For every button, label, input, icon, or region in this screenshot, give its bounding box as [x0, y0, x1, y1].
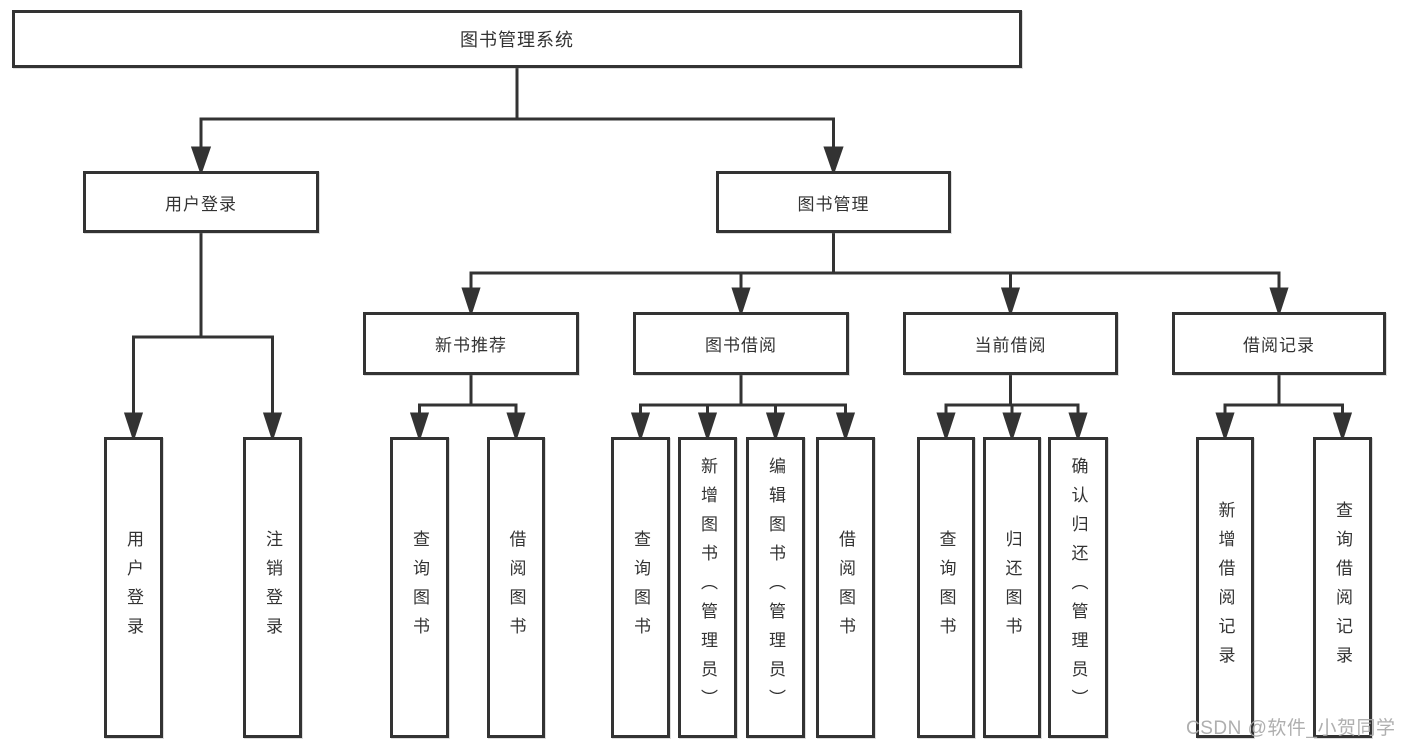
leaf-label: 查询图书 [410, 529, 429, 646]
leaf-return-books: 归还图书 [983, 437, 1041, 738]
leaf-query-books-3: 查询图书 [917, 437, 975, 738]
leaf-borrow-books-1: 借阅图书 [487, 437, 545, 738]
leaf-label: 新增借阅记录 [1215, 500, 1235, 675]
node-label: 用户登录 [165, 194, 237, 214]
leaf-borrow-books-2: 借阅图书 [816, 437, 875, 738]
node-label: 借阅记录 [1243, 336, 1315, 355]
leaf-label: 查询借阅记录 [1333, 500, 1352, 675]
node-book-borrowing: 图书借阅 [633, 312, 849, 375]
leaf-query-books-2: 查询图书 [611, 437, 670, 738]
leaf-user-login: 用户登录 [104, 437, 163, 738]
node-borrowing-records: 借阅记录 [1172, 312, 1386, 375]
leaf-label: 编辑图书（管理员） [766, 457, 785, 718]
leaf-label: 新增图书（管理员） [698, 457, 717, 718]
node-new-book-recommendation: 新书推荐 [363, 312, 579, 375]
node-book-management: 图书管理 [716, 171, 951, 233]
node-label: 图书管理 [797, 194, 870, 214]
node-library-management-system: 图书管理系统 [12, 10, 1022, 68]
leaf-query-borrow-record: 查询借阅记录 [1313, 437, 1372, 738]
node-label: 图书管理系统 [460, 30, 574, 50]
node-label: 图书借阅 [705, 336, 777, 355]
leaf-label: 借阅图书 [506, 529, 526, 646]
leaf-logout: 注销登录 [243, 437, 302, 738]
csdn-watermark: CSDN @软件_小贺同学 [1186, 718, 1396, 739]
leaf-label: 用户登录 [124, 529, 143, 646]
leaf-label: 注销登录 [263, 529, 282, 646]
node-current-borrowing: 当前借阅 [903, 312, 1118, 375]
leaf-label: 查询图书 [936, 529, 956, 646]
leaf-query-books-1: 查询图书 [390, 437, 449, 738]
node-label: 新书推荐 [435, 336, 507, 355]
leaf-add-books-admin: 新增图书（管理员） [678, 437, 737, 738]
leaf-label: 归还图书 [1002, 529, 1022, 646]
leaf-label: 借阅图书 [836, 529, 855, 646]
leaf-label: 查询图书 [631, 529, 650, 646]
leaf-edit-books-admin: 编辑图书（管理员） [746, 437, 805, 738]
node-label: 当前借阅 [974, 336, 1047, 355]
leaf-label: 确认归还（管理员） [1068, 457, 1088, 718]
leaf-add-borrow-record: 新增借阅记录 [1196, 437, 1254, 738]
leaf-confirm-return-admin: 确认归还（管理员） [1048, 437, 1108, 738]
node-user-login: 用户登录 [83, 171, 319, 233]
